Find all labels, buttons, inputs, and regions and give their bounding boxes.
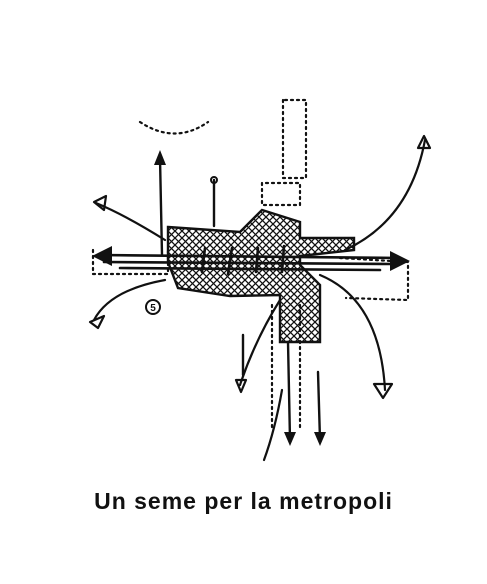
seed-building-hatched — [166, 208, 356, 344]
dotted-arc-top — [138, 120, 210, 135]
urban-seed-sketch: 5 — [88, 98, 432, 462]
flow-southeast — [318, 273, 387, 392]
flag-dot — [210, 176, 218, 184]
south-line-2 — [286, 340, 292, 442]
arrowhead-southwest — [88, 314, 106, 330]
flow-northeast — [343, 138, 427, 252]
flow-south-left — [238, 298, 282, 387]
arrowhead-southeast — [372, 382, 394, 400]
sketch-caption: Un seme per la metropoli — [94, 488, 393, 514]
arrowhead-south-left — [234, 378, 248, 394]
arrowhead-mast-up — [154, 150, 166, 165]
flow-northwest — [94, 201, 167, 242]
dotted-tower-outline — [281, 98, 308, 180]
arrowhead-south-2 — [284, 432, 296, 446]
open-arrowheads — [88, 134, 432, 400]
number-marker-circle — [145, 299, 161, 315]
dotted-band-east — [338, 256, 410, 302]
arrowhead-south-3 — [314, 432, 326, 446]
central-axis — [98, 244, 402, 276]
arrowhead-west — [92, 246, 112, 266]
curved-flows — [92, 138, 427, 462]
mast-line — [158, 156, 164, 257]
south-line-3 — [316, 370, 322, 442]
number-marker-label: 5 — [150, 303, 156, 314]
flow-south-mid — [262, 388, 284, 462]
arrowhead-east — [390, 251, 410, 271]
arrowhead-northwest — [92, 194, 108, 212]
flow-southwest — [92, 278, 167, 322]
arrowhead-northeast — [416, 134, 432, 150]
dotted-block-north — [260, 181, 302, 207]
